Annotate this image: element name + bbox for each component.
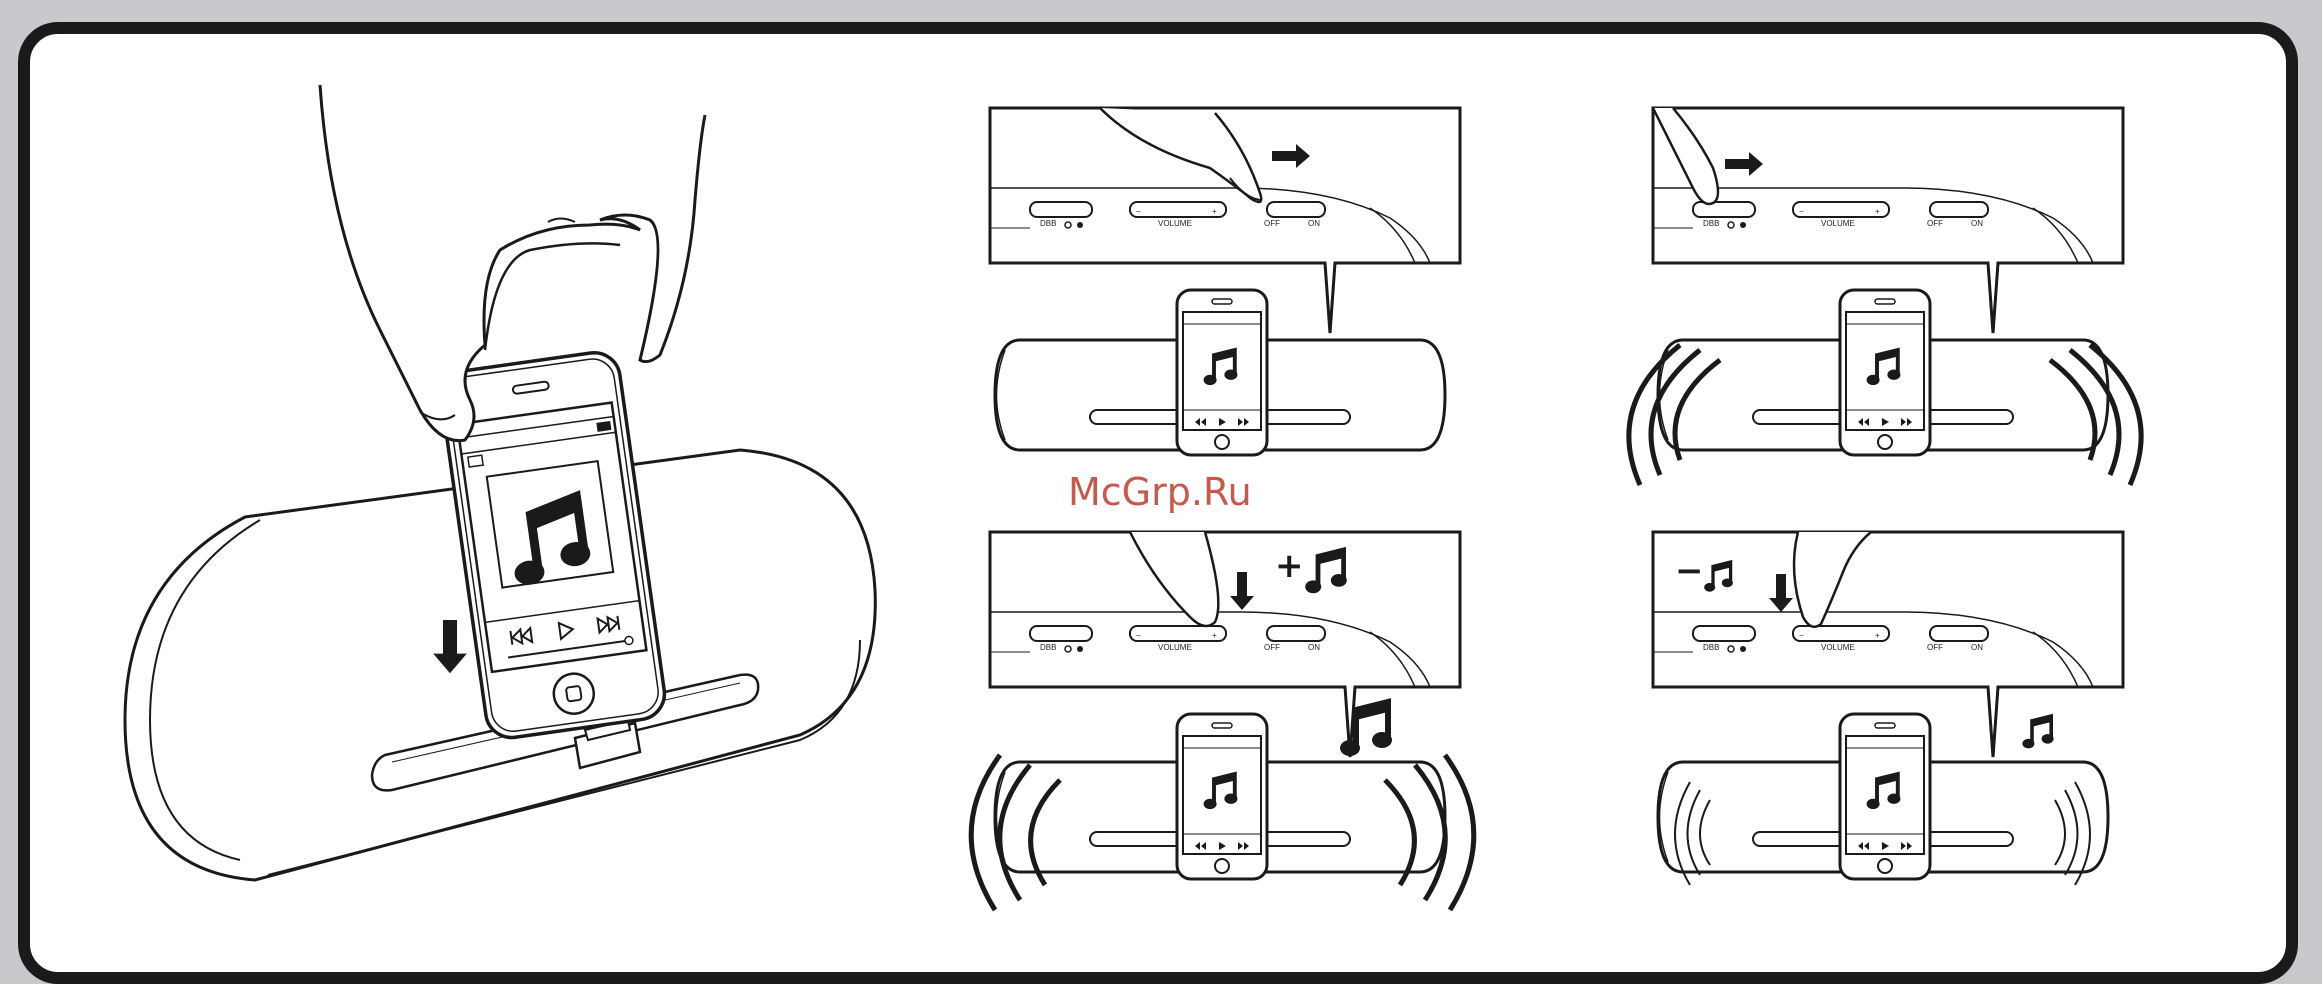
volume-plus-label: + <box>1212 207 1217 216</box>
dbb-label: DBB <box>1040 643 1056 652</box>
off-label: OFF <box>1264 643 1280 652</box>
minus-symbol: − <box>1675 551 1704 591</box>
watermark: McGrp.Ru <box>1068 470 1252 514</box>
volume-minus-label: − <box>1799 631 1804 640</box>
volume-minus-label: − <box>1136 631 1141 640</box>
phone-4 <box>1840 714 1930 879</box>
volume-label: VOLUME <box>1158 219 1192 228</box>
dbb-label: DBB <box>1040 219 1056 228</box>
volume-minus-label: − <box>1799 207 1804 216</box>
on-label: ON <box>1971 219 1983 228</box>
dbb-label: DBB <box>1703 219 1719 228</box>
phone-1 <box>1177 290 1267 455</box>
off-label: OFF <box>1927 219 1943 228</box>
volume-label: VOLUME <box>1821 219 1855 228</box>
volume-minus-label: − <box>1136 207 1141 216</box>
volume-label: VOLUME <box>1158 643 1192 652</box>
on-label: ON <box>1971 643 1983 652</box>
off-label: OFF <box>1927 643 1943 652</box>
volume-plus-label: + <box>1212 631 1217 640</box>
volume-plus-label: + <box>1875 631 1880 640</box>
volume-plus-label: + <box>1875 207 1880 216</box>
on-label: ON <box>1308 219 1320 228</box>
phone-3 <box>1177 714 1267 879</box>
off-label: OFF <box>1264 219 1280 228</box>
volume-label: VOLUME <box>1821 643 1855 652</box>
plus-symbol: + <box>1275 546 1304 586</box>
on-label: ON <box>1308 643 1320 652</box>
phone-2 <box>1840 290 1930 455</box>
dbb-label: DBB <box>1703 643 1719 652</box>
